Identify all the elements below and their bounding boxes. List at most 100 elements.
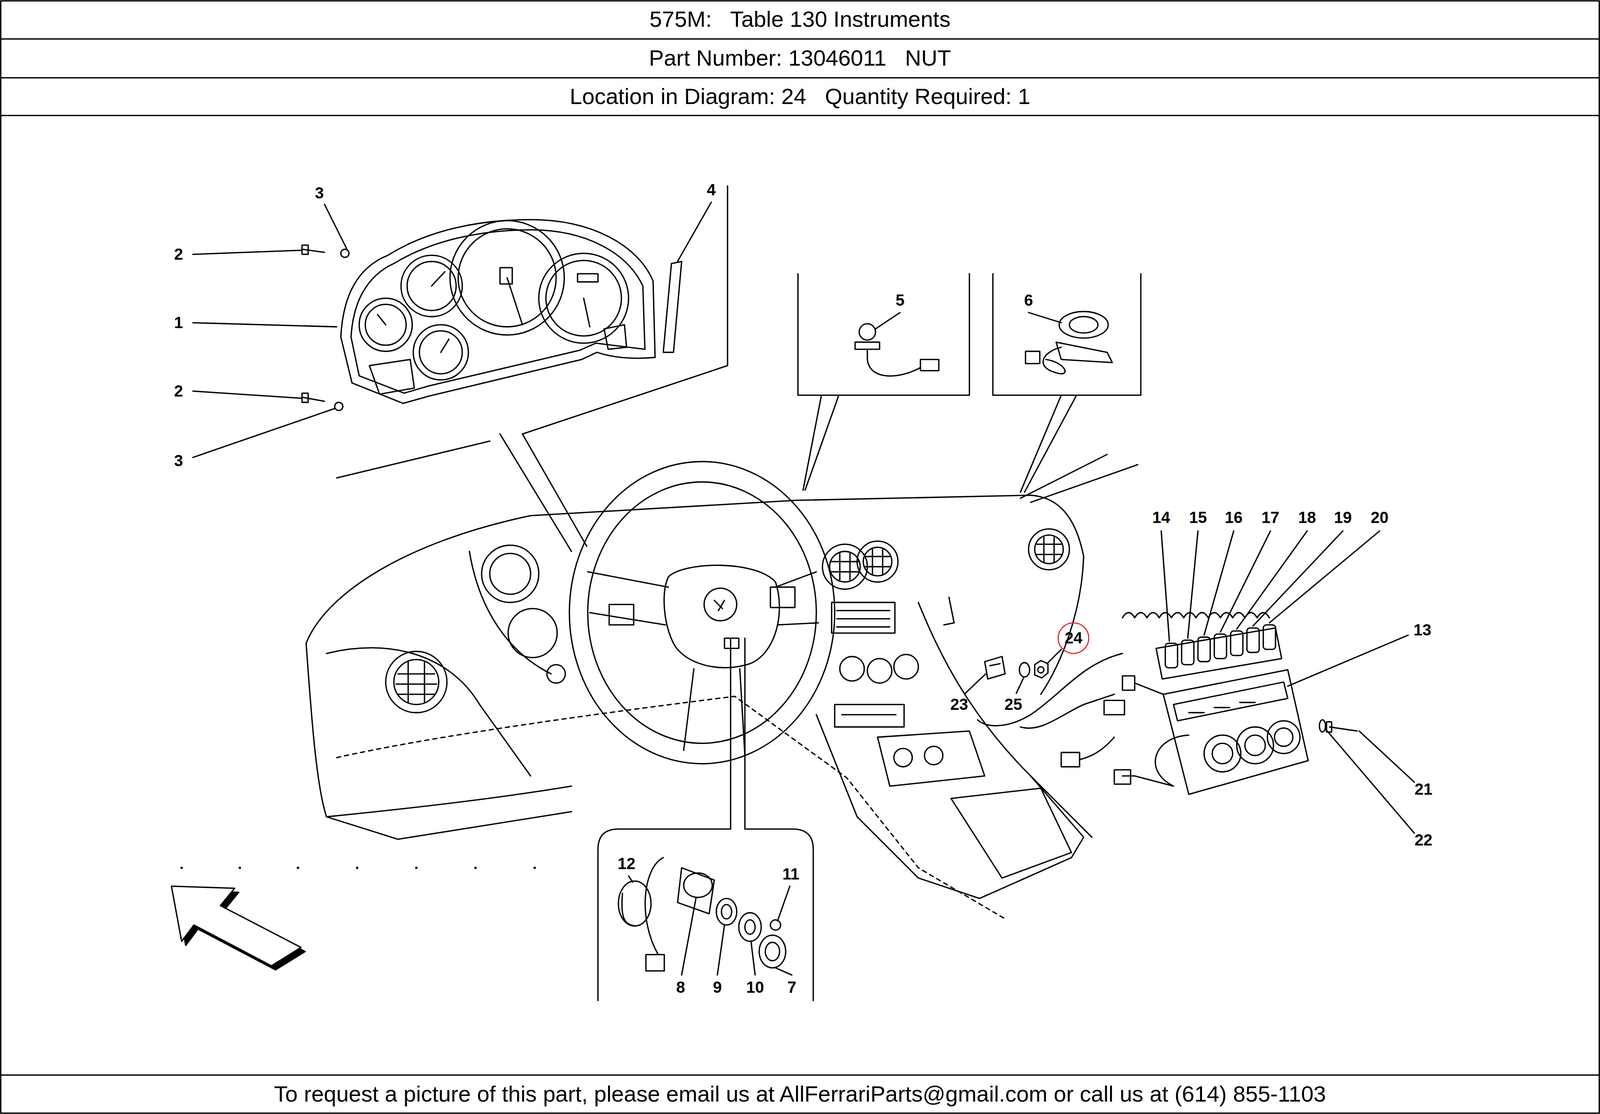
- callout-number: 8: [676, 978, 685, 995]
- instrument-cluster: [507, 277, 523, 325]
- instrument-cluster: [546, 260, 622, 336]
- dashboard: [816, 714, 1084, 898]
- air-vent: [1034, 534, 1064, 564]
- nut-bracket: [984, 656, 1048, 679]
- wiring-harness: [1122, 675, 1135, 690]
- dashboard: [326, 647, 531, 776]
- leader-line: [751, 940, 756, 975]
- switch-panel: [1244, 734, 1266, 756]
- table-rule: [0, 1074, 1600, 1076]
- inset-frame: [522, 186, 728, 434]
- dashboard: [326, 786, 572, 817]
- leader-line: [677, 202, 712, 262]
- instrument-cluster: [334, 402, 343, 411]
- instrument-cluster: [302, 219, 682, 411]
- speaker: [1069, 316, 1098, 333]
- footer-note: To request a picture of this part, pleas…: [274, 1080, 1326, 1107]
- instrument-cluster: [419, 330, 462, 374]
- wiring-harness: [977, 612, 1270, 786]
- inset-frame: [336, 186, 1141, 1001]
- dashboard: [918, 602, 1092, 838]
- table-rule: [0, 38, 1600, 40]
- ignition-switch: [744, 919, 756, 934]
- center-stack: [834, 704, 904, 727]
- leader-line: [717, 924, 725, 975]
- leader-line: [1046, 649, 1062, 664]
- dashboard: [508, 608, 557, 658]
- leader-line: [681, 898, 696, 975]
- highlight-circle: [1058, 622, 1089, 654]
- steering-wheel: [683, 668, 745, 756]
- switch-panel: [1173, 682, 1288, 721]
- header-row: Location in Diagram: 24 Quantity Require…: [0, 77, 1600, 116]
- callout-number: 20: [1370, 509, 1389, 526]
- instrument-cluster: [302, 249, 325, 253]
- nut-bracket: [1019, 662, 1030, 677]
- air-vent: [394, 659, 439, 704]
- instrument-cluster: [500, 267, 513, 284]
- air-vent: [831, 553, 858, 580]
- air-vent: [863, 547, 892, 576]
- dashboard: [944, 597, 955, 625]
- instrument-cluster: [583, 298, 590, 327]
- callout-number: 4: [706, 181, 716, 198]
- steering-wheel: [664, 565, 780, 668]
- instrument-cluster: [407, 261, 456, 310]
- leader-line: [1187, 530, 1198, 638]
- wiring-harness: [1079, 736, 1115, 760]
- steering-wheel: [724, 638, 739, 649]
- dashboard: [877, 730, 985, 786]
- instrument-cluster: [302, 245, 308, 255]
- air-vent: [1028, 528, 1070, 570]
- instrument-cluster: [604, 324, 627, 350]
- callout-number: 24: [1064, 629, 1083, 646]
- nut-bracket: [1037, 666, 1044, 673]
- baseline-dot: [474, 866, 477, 869]
- inset-frame: [1020, 395, 1062, 492]
- switch-panel: [1274, 727, 1293, 746]
- direction-arrow: [171, 886, 302, 966]
- leader-line: [1016, 677, 1024, 693]
- speaker: [1025, 351, 1040, 364]
- switch-panel: [1212, 743, 1233, 764]
- speaker: [1056, 342, 1112, 363]
- wiring-harness: [1061, 752, 1080, 767]
- switch-panel: [1214, 634, 1227, 659]
- center-stack: [839, 656, 864, 681]
- callout-number: 11: [782, 865, 800, 882]
- leader-line: [192, 408, 335, 458]
- ignition-switch: [618, 880, 652, 926]
- steering-wheel: [569, 461, 835, 764]
- switch-panel: [1267, 720, 1300, 754]
- switch-panel: [1204, 734, 1241, 772]
- nut-bracket: [989, 663, 1000, 666]
- ignition-switch: [683, 872, 712, 898]
- switch-panel: [1246, 627, 1260, 652]
- instrument-cluster: [577, 273, 598, 282]
- steering-wheel: [587, 571, 669, 625]
- switch-panel: [1263, 624, 1276, 650]
- leader-line: [192, 250, 302, 254]
- baseline-dot: [296, 866, 300, 869]
- instrument-cluster: [377, 314, 386, 325]
- table-title: 575M: Table 130 Instruments: [649, 6, 951, 32]
- callout-number: 16: [1224, 509, 1243, 526]
- callout-number: 3: [174, 452, 183, 469]
- dashboard: [306, 495, 1084, 644]
- table-rule: [0, 114, 1600, 116]
- title-band: 575M: Table 130 Instruments: [0, 0, 1600, 39]
- air-vent: [396, 661, 437, 702]
- callout-number: 14: [1152, 509, 1171, 526]
- dashboard: [481, 545, 539, 603]
- switch-panel: [1319, 719, 1326, 732]
- dashboard: [546, 664, 566, 683]
- ignition-switch: [677, 867, 715, 914]
- wiring-harness: [1114, 769, 1131, 784]
- ignition-switch: [716, 898, 737, 925]
- center-stack: [894, 654, 919, 679]
- center-stack: [842, 713, 896, 715]
- baseline-dot: [356, 866, 359, 869]
- air-vent: [385, 528, 1070, 713]
